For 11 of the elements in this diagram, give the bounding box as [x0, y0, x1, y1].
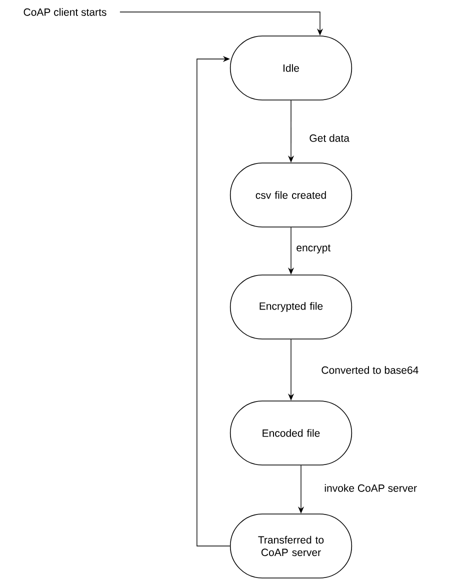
arrow: [196, 56, 230, 546]
state-box: Idle: [230, 36, 352, 100]
start-label: CoAP client starts: [24, 8, 106, 16]
state-box: Transferred to CoAP server: [230, 514, 352, 578]
state-box: csv file created: [230, 162, 352, 228]
edge-label: invoke CoAP server: [323, 483, 418, 493]
state-box: Encoded file: [230, 400, 352, 466]
state-box: Encrypted file: [230, 274, 352, 340]
edge-label: Get data: [308, 133, 350, 143]
edge-label: Converted to base64: [320, 365, 420, 375]
edge-label: encrypt: [295, 244, 332, 254]
